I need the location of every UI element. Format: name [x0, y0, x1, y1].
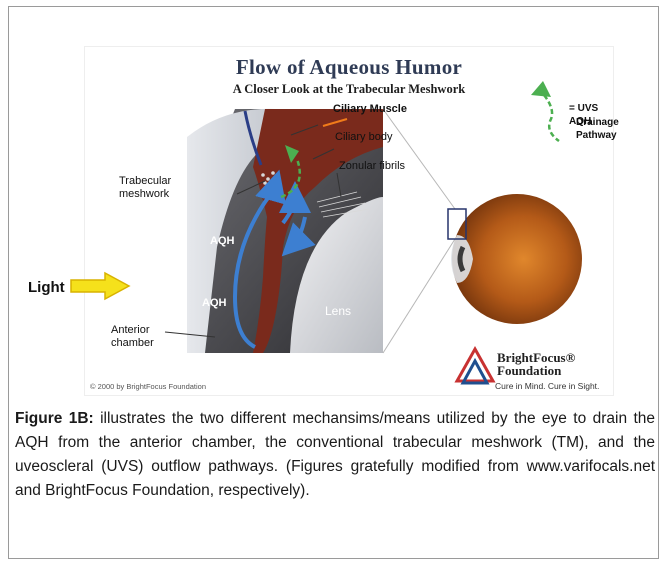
- caption-text: illustrates the two different mechansims…: [15, 410, 655, 499]
- figure-caption: Figure 1B: illustrates the two different…: [15, 407, 655, 503]
- eyeball: [448, 194, 582, 324]
- brightfocus-brand: BrightFocus® Foundation Cure in Mind. Cu…: [455, 347, 615, 393]
- aqueous-humor-figure: Flow of Aqueous Humor A Closer Look at t…: [84, 46, 614, 396]
- anterior-chamber-label-line1: Anterior: [111, 324, 150, 337]
- figure-copyright: © 2000 by BrightFocus Foundation: [90, 382, 206, 391]
- zoom-lines: [383, 109, 455, 353]
- lens-label: Lens: [325, 305, 351, 318]
- legend-line2: Drainage: [576, 116, 619, 129]
- caption-label: Figure 1B:: [15, 410, 94, 427]
- ciliary-muscle-label: Ciliary Muscle: [333, 103, 407, 116]
- trabecular-label-line1: Trabecular: [119, 175, 171, 188]
- eye-anatomy-illustration: [85, 47, 615, 397]
- aqh-upper-label: AQH: [210, 235, 234, 248]
- brand-name-line2: Foundation: [497, 364, 607, 377]
- light-arrow-icon: [69, 271, 139, 301]
- ciliary-body-label: Ciliary body: [335, 131, 392, 144]
- detail-panel: [187, 109, 383, 353]
- figure-frame: Flow of Aqueous Humor A Closer Look at t…: [8, 6, 659, 559]
- brand-tagline: Cure in Mind. Cure in Sight.: [495, 381, 599, 391]
- light-label: Light: [28, 279, 65, 296]
- legend-line3: Pathway: [576, 129, 617, 142]
- zonular-fibrils-label: Zonular fibrils: [339, 160, 405, 173]
- anterior-chamber-label-line2: chamber: [111, 337, 154, 350]
- legend-arrow-icon: [531, 81, 559, 141]
- aqh-lower-label: AQH: [202, 297, 226, 310]
- trabecular-label-line2: meshwork: [119, 188, 169, 201]
